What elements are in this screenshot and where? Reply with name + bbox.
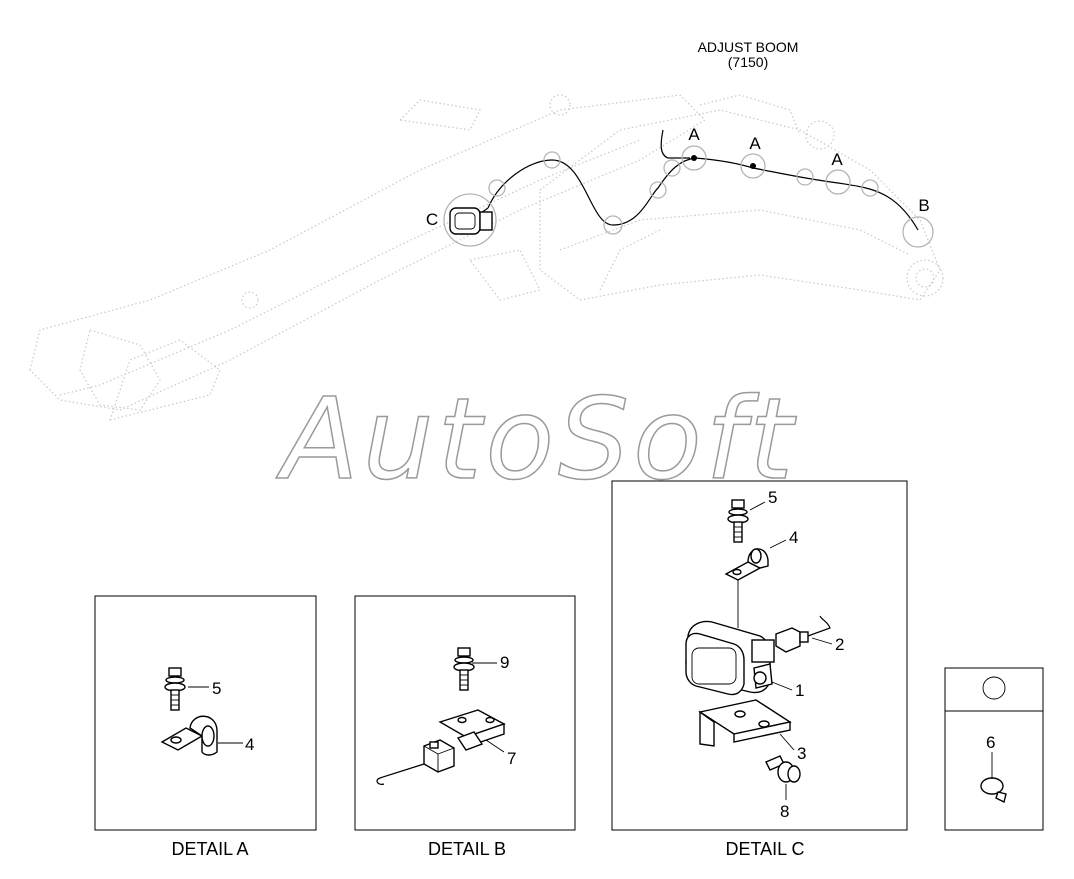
connector-icon bbox=[423, 739, 455, 773]
callout-c-3: 3 bbox=[797, 744, 806, 763]
callout-c-4: 4 bbox=[789, 528, 798, 547]
callout-c-2: 2 bbox=[835, 635, 844, 654]
callout-clip-6: 6 bbox=[986, 733, 995, 752]
detail-b-caption: DETAIL B bbox=[428, 839, 506, 859]
proximity-sensor-icon bbox=[685, 620, 775, 696]
bolt-icon bbox=[164, 667, 186, 711]
detail-c-caption: DETAIL C bbox=[725, 839, 804, 859]
cable-clamp-icon bbox=[724, 548, 769, 581]
callout-c-5: 5 bbox=[768, 488, 777, 507]
boom-sensor-c bbox=[449, 207, 493, 235]
callout-a-5: 5 bbox=[212, 679, 221, 698]
attachment-point-circles bbox=[443, 145, 934, 248]
watermark: AutoSoft bbox=[276, 375, 797, 505]
label-a-1: A bbox=[688, 125, 700, 144]
boom-header: ADJUST BOOM (7150) bbox=[698, 39, 799, 70]
cable-tie-icon bbox=[980, 777, 1007, 804]
label-c: C bbox=[426, 210, 438, 229]
boom-code: (7150) bbox=[728, 54, 768, 70]
clip-panel: 6 bbox=[944, 667, 1044, 831]
detail-a-frame bbox=[94, 595, 317, 831]
detail-b-frame bbox=[354, 595, 576, 831]
connector-icon bbox=[775, 615, 831, 653]
callout-b-7: 7 bbox=[507, 749, 516, 768]
mounting-bracket-icon bbox=[698, 699, 792, 747]
callout-c-1: 1 bbox=[795, 681, 804, 700]
boom-outline bbox=[29, 94, 944, 421]
detail-c: 5 4 2 1 3 8 DETAIL C bbox=[611, 480, 908, 859]
mounting-bracket-icon bbox=[438, 709, 506, 751]
detail-c-frame bbox=[611, 480, 908, 831]
detail-a: 5 4 DETAIL A bbox=[94, 595, 317, 859]
cable-clamp-icon bbox=[160, 715, 218, 756]
callout-c-8: 8 bbox=[780, 802, 789, 821]
overview-labels: A A A B C bbox=[426, 125, 930, 229]
detail-b: 9 7 DETAIL B bbox=[354, 595, 576, 859]
callout-b-9: 9 bbox=[500, 653, 509, 672]
bolt-icon bbox=[765, 755, 801, 783]
detail-a-caption: DETAIL A bbox=[171, 839, 248, 859]
bolt-icon bbox=[727, 499, 749, 543]
callout-a-4: 4 bbox=[245, 735, 254, 754]
circle-symbol-icon bbox=[982, 676, 1006, 700]
bolt-icon bbox=[453, 647, 475, 691]
clip-panel-frame bbox=[944, 667, 1044, 831]
label-a-2: A bbox=[749, 134, 761, 153]
boom-title: ADJUST BOOM bbox=[698, 39, 799, 55]
label-b: B bbox=[918, 196, 929, 215]
label-a-3: A bbox=[831, 150, 843, 169]
boom-harness bbox=[443, 129, 934, 248]
